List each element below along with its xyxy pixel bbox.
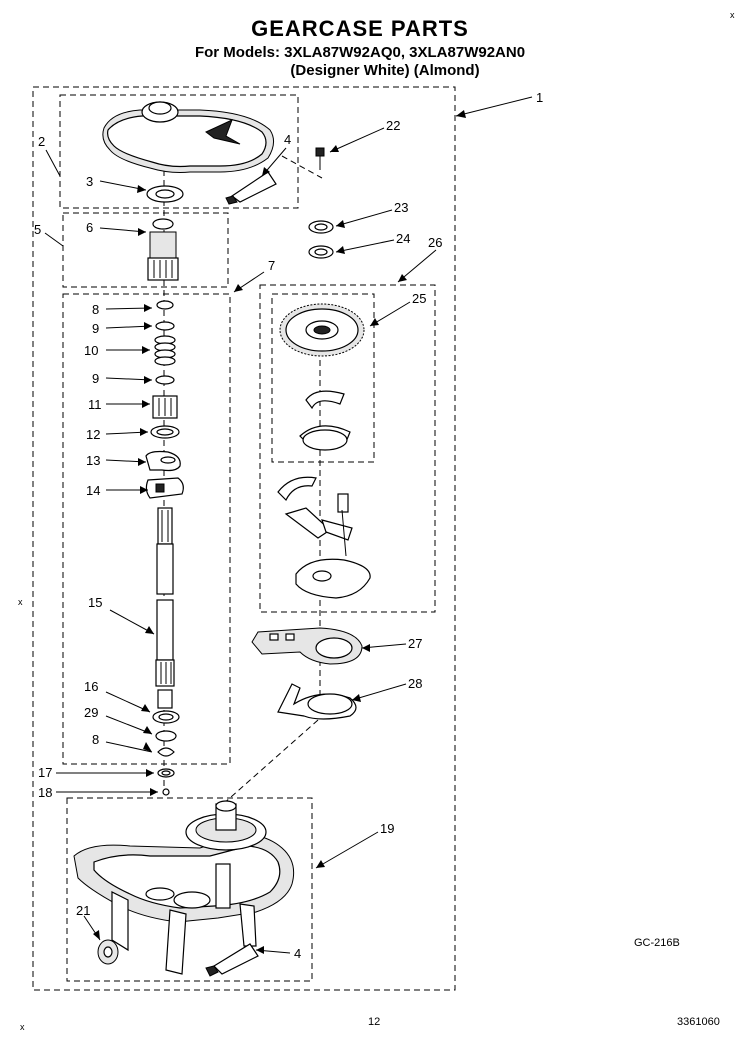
spring — [154, 335, 176, 366]
corner-mark-left: x — [18, 597, 23, 607]
models-line: For Models: 3XLA87W92AQ0, 3XLA87W92AN0 — [195, 44, 525, 61]
callout-29: 29 — [84, 705, 98, 720]
seal-17 — [157, 768, 175, 778]
gear-assembly-box — [259, 284, 436, 613]
document-number: 3361060 — [677, 1016, 720, 1028]
callout-labels: 1 2 3 4 5 6 7 8 9 10 9 11 12 13 14 15 16… — [34, 90, 543, 961]
callout-4-top: 4 — [284, 132, 291, 147]
callout-24: 24 — [396, 231, 410, 246]
callout-18: 18 — [38, 785, 52, 800]
shaft-clip-8-bottom — [157, 747, 175, 757]
callout-19: 19 — [380, 821, 394, 836]
callout-8-top: 8 — [92, 302, 99, 317]
ring-12 — [150, 425, 180, 439]
cover-box — [59, 94, 299, 209]
gearcase-base-box — [66, 797, 313, 982]
page-number: 12 — [368, 1016, 380, 1028]
ring-29 — [155, 730, 177, 742]
callout-25: 25 — [412, 291, 426, 306]
callout-4-bottom: 4 — [294, 946, 301, 961]
washer-16 — [152, 710, 180, 724]
shifter-14 — [145, 477, 184, 499]
grease-tube-top — [225, 171, 277, 205]
callout-26: 26 — [428, 235, 442, 250]
shifter-13 — [145, 450, 181, 472]
callout-27: 27 — [408, 636, 422, 651]
bushing — [97, 939, 119, 965]
pinion — [147, 218, 179, 281]
figure-code: GC-216B — [634, 937, 680, 949]
gear-clip-upper — [305, 390, 345, 410]
shaft-box — [62, 293, 231, 765]
gearcase-cover — [102, 101, 274, 173]
callout-14: 14 — [86, 483, 100, 498]
callout-6: 6 — [86, 220, 93, 235]
callout-21: 21 — [76, 903, 90, 918]
pinion-box — [62, 212, 229, 288]
gear-clip-lower — [299, 425, 351, 451]
screw-axis — [281, 155, 323, 179]
shift-lever — [251, 627, 363, 665]
shaft-clip-8-top — [156, 300, 174, 310]
corner-mark-bottom-left: x — [20, 1022, 25, 1032]
callout-17: 17 — [38, 765, 52, 780]
washer-23 — [308, 220, 334, 234]
callout-2: 2 — [38, 134, 45, 149]
clutch-11 — [152, 395, 178, 419]
gear-to-base-axis — [221, 719, 319, 806]
callout-13: 13 — [86, 453, 100, 468]
callout-9-top: 9 — [92, 321, 99, 336]
corner-mark-top-right: x — [730, 10, 735, 20]
callout-28: 28 — [408, 676, 422, 691]
shift-clip — [277, 683, 357, 720]
callout-15: 15 — [88, 595, 102, 610]
callout-5: 5 — [34, 222, 41, 237]
gearcase-assembly-box — [32, 86, 456, 991]
callout-10: 10 — [84, 343, 98, 358]
callout-22: 22 — [386, 118, 400, 133]
callout-1: 1 — [536, 90, 543, 105]
washer-9-bottom — [155, 375, 175, 385]
gear-box — [271, 293, 375, 463]
drive-gear — [279, 303, 365, 357]
callout-3: 3 — [86, 174, 93, 189]
seal-ring — [146, 185, 184, 203]
callout-7: 7 — [268, 258, 275, 273]
leader-lines — [44, 96, 533, 954]
grease-tube-bottom — [205, 943, 259, 977]
ball-18 — [162, 788, 170, 796]
screw — [315, 147, 325, 170]
page-title: GEARCASE PARTS — [251, 16, 469, 41]
callout-12: 12 — [86, 427, 100, 442]
callout-9-bottom: 9 — [92, 371, 99, 386]
callout-8-bottom: 8 — [92, 732, 99, 747]
callout-11: 11 — [88, 397, 102, 412]
callout-16: 16 — [84, 679, 98, 694]
gearcase-base — [73, 800, 295, 975]
washer-9-top — [155, 321, 175, 331]
callout-23: 23 — [394, 200, 408, 215]
washer-24 — [308, 245, 334, 259]
agitator-shaft — [155, 507, 175, 709]
variants-line: (Designer White) (Almond) — [290, 62, 479, 79]
shift-fork-assembly — [277, 476, 371, 599]
